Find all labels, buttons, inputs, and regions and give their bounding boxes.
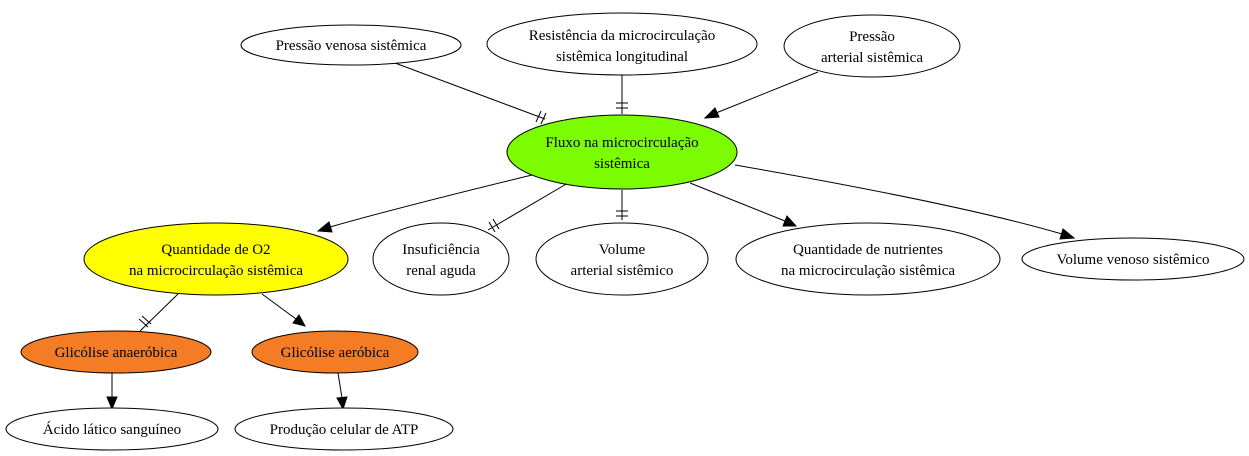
node-resistencia: Resistência da microcirculação sistêmica… (486, 12, 758, 76)
edge-o2-glicolise-anaerobica (138, 293, 179, 332)
node-pressao-venosa: Pressão venosa sistêmica (240, 24, 462, 66)
node-label: sistêmica longitudinal (556, 49, 688, 65)
node-label: Quantidade de O2 (161, 242, 270, 258)
edge-pressao-arterial-fluxo (703, 71, 819, 119)
edge-glicolise-anaerobica-acido (106, 373, 118, 411)
node-glicolise-aerobica: Glicólise aeróbica (251, 330, 419, 374)
node-label: renal aguda (406, 263, 476, 279)
node-label: arterial sistêmica (821, 50, 923, 66)
node-label: Volume venoso sistêmico (1056, 252, 1209, 268)
glicolise-aerobica-ellipse (251, 330, 419, 374)
node-label: Quantidade de nutrientes (793, 242, 943, 258)
node-label: na microcirculação sistêmica (129, 263, 303, 279)
node-label: arterial sistêmico (571, 263, 674, 279)
edge-fluxo-nutrientes (689, 182, 798, 227)
edge-o2-glicolise-aerobica (261, 293, 306, 327)
node-label: Pressão venosa sistêmica (276, 38, 427, 54)
edge-resistencia-fluxo (616, 75, 628, 114)
fluxo-ellipse (506, 114, 738, 190)
node-insuficiencia: Insuficiência renal aguda (372, 222, 510, 296)
node-label: Fluxo na microcirculação (545, 135, 698, 151)
edge-fluxo-o2 (316, 174, 533, 233)
node-label: Insuficiência (402, 242, 480, 258)
node-label: Produção celular de ATP (270, 422, 419, 438)
node-label: Pressão (849, 29, 895, 45)
node-label: Glicólise anaeróbica (55, 345, 178, 361)
node-producao-atp: Produção celular de ATP (234, 407, 454, 451)
node-nutrientes: Quantidade de nutrientes na microcircula… (735, 222, 1001, 296)
node-pressao-arterial: Pressão arterial sistêmica (783, 14, 961, 78)
node-label: Glicólise aeróbica (281, 345, 390, 361)
edge-pressao-venosa-fluxo (394, 62, 547, 125)
node-label: sistêmica (594, 156, 650, 172)
edge-fluxo-volume-arterial (616, 190, 628, 220)
edge-fluxo-volume-venoso (734, 164, 1076, 240)
node-acido-latico: Ácido lático sanguíneo (5, 407, 219, 451)
node-label: Resistência da microcirculação (529, 28, 716, 44)
node-label: na microcirculação sistêmica (781, 263, 955, 279)
node-volume-venoso: Volume venoso sistêmico (1021, 237, 1245, 281)
node-fluxo: Fluxo na microcirculação sistêmica (506, 114, 738, 190)
node-label: Ácido lático sanguíneo (43, 421, 181, 438)
o2-ellipse (83, 222, 349, 296)
node-volume-arterial: Volume arterial sistêmico (535, 222, 709, 296)
node-label: Volume (599, 242, 646, 258)
glicolise-anaerobica-ellipse (20, 330, 212, 374)
node-o2: Quantidade de O2 na microcirculação sist… (83, 222, 349, 296)
node-glicolise-anaerobica: Glicólise anaeróbica (20, 330, 212, 374)
edge-glicolise-aerobica-atp (336, 372, 348, 411)
edge-fluxo-insuficiencia (487, 182, 569, 233)
